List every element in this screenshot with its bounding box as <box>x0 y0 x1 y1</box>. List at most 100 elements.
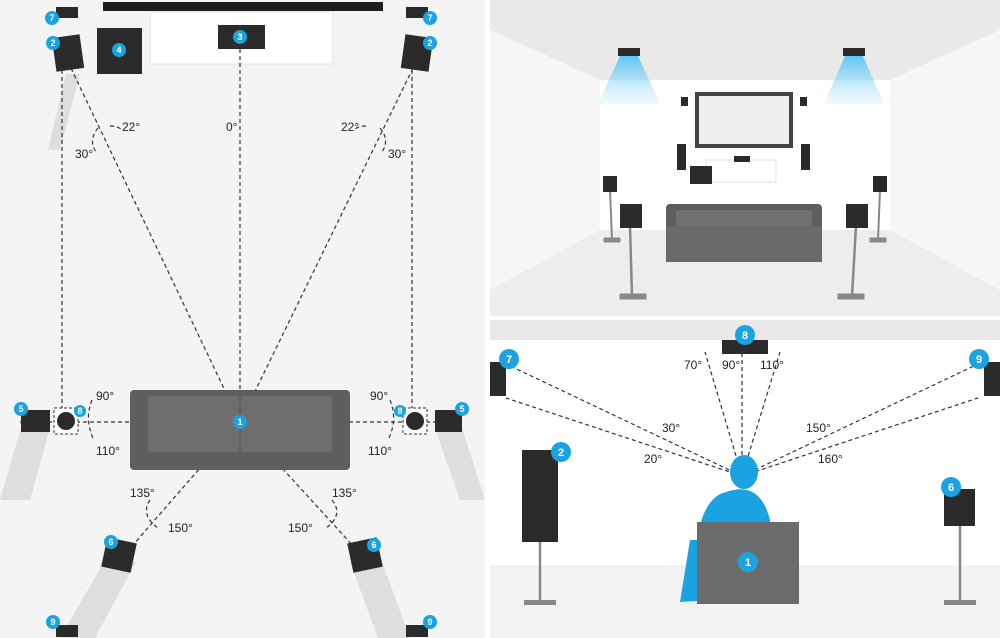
ceiling-speaker-3d-left <box>618 48 640 56</box>
angle-label: 90° <box>722 358 740 372</box>
front-speaker-side <box>522 450 558 605</box>
front-high-speaker-3d-left <box>681 97 688 106</box>
angle-label: 20° <box>644 452 662 466</box>
room-floor <box>490 230 1000 318</box>
angle-label: 90° <box>370 389 388 403</box>
panel-divider-horizontal <box>490 316 1000 320</box>
svg-text:9: 9 <box>976 354 982 366</box>
angle-label: 30° <box>388 147 406 161</box>
speaker-side-right <box>435 410 462 432</box>
svg-text:8: 8 <box>397 406 402 416</box>
room-ceiling <box>490 0 1000 80</box>
rear-speaker-3d-right <box>846 204 868 228</box>
angle-label: 30° <box>662 421 680 435</box>
marker-badge: 9 <box>969 349 989 369</box>
svg-text:2: 2 <box>50 38 55 48</box>
marker-badge: 5 <box>14 402 28 416</box>
sound-beam-left <box>598 56 660 104</box>
marker-badge: 7 <box>45 11 59 25</box>
side-view-panel: 70° 90° 110° 30° 20° 150° 160° 8 7 9 2 6… <box>490 320 1000 638</box>
plan-markers: 7 7 2 2 3 4 1 5 5 8 8 6 6 9 9 <box>14 11 469 629</box>
plan-angle-labels: 22° 30° 0° 22° 30° 90° 110° 90° 110° 135… <box>75 120 406 535</box>
marker-badge: 9 <box>46 615 60 629</box>
svg-text:5: 5 <box>18 404 23 414</box>
svg-text:8: 8 <box>77 406 82 416</box>
angle-label: 160° <box>818 452 843 466</box>
angle-label: 110° <box>368 444 392 458</box>
svg-text:6: 6 <box>948 482 954 494</box>
side-speaker-3d-left <box>603 176 617 192</box>
tv-stand-3d <box>705 159 777 183</box>
subwoofer-3d <box>690 166 712 184</box>
marker-badge: 2 <box>423 36 437 50</box>
rear-speaker-side <box>944 489 976 605</box>
angle-label: 135° <box>130 486 155 500</box>
speaker-front-high-right <box>406 7 428 18</box>
svg-text:3: 3 <box>237 32 242 42</box>
svg-text:5: 5 <box>459 404 464 414</box>
speaker-shadows <box>0 74 485 638</box>
marker-badge: 5 <box>455 402 469 416</box>
svg-text:7: 7 <box>506 354 512 366</box>
sofa-3d <box>666 204 822 262</box>
room-left-wall <box>490 30 600 290</box>
marker-badge: 1 <box>738 552 758 572</box>
angle-label: 135° <box>332 486 357 500</box>
speaker-side-left <box>21 410 50 432</box>
ceiling-speakers-plan <box>53 407 428 435</box>
svg-text:7: 7 <box>427 13 432 23</box>
marker-badge: 8 <box>394 405 406 417</box>
svg-text:4: 4 <box>116 45 121 55</box>
marker-badge: 1 <box>233 415 247 429</box>
ceiling-speaker-right <box>406 412 424 430</box>
svg-text:1: 1 <box>745 557 751 569</box>
marker-badge: 8 <box>74 405 86 417</box>
speaker-top-side <box>722 340 768 354</box>
svg-text:2: 2 <box>427 38 432 48</box>
angle-label: 0° <box>226 120 238 134</box>
marker-badge: 6 <box>941 477 961 497</box>
room-3d-panel <box>490 0 1000 318</box>
marker-badge: 6 <box>104 535 118 549</box>
svg-text:7: 7 <box>49 13 54 23</box>
svg-text:9: 9 <box>427 617 432 627</box>
marker-badge: 4 <box>112 43 126 57</box>
ceiling-speaker-3d-right <box>843 48 865 56</box>
rear-speaker-3d-left <box>620 204 642 228</box>
marker-badge: 8 <box>735 325 755 345</box>
speaker-stands-3d <box>603 189 887 300</box>
floor-plan-background <box>0 0 485 638</box>
panel-divider-vertical <box>485 0 490 638</box>
svg-text:1: 1 <box>237 417 242 427</box>
svg-text:9: 9 <box>50 617 55 627</box>
speaker-front-high-left <box>56 7 78 18</box>
angle-label: 90° <box>96 389 114 403</box>
angle-label: 110° <box>96 444 120 458</box>
marker-badge: 3 <box>233 30 247 44</box>
front-speaker-3d-right <box>801 144 810 170</box>
angle-label: 150° <box>168 521 193 535</box>
angle-label: 110° <box>760 358 784 372</box>
sound-beam-right <box>824 56 884 104</box>
front-high-speaker-3d-right <box>800 97 807 106</box>
marker-badge: 7 <box>423 11 437 25</box>
side-speaker-3d-right <box>873 176 887 192</box>
front-speaker-3d-left <box>677 144 686 170</box>
speaker-high-left-side <box>490 362 506 396</box>
angle-label: 30° <box>75 147 93 161</box>
angle-label: 150° <box>806 421 831 435</box>
screen-top-bar <box>103 2 383 11</box>
room-right-wall <box>890 30 1000 290</box>
guide-lines <box>20 42 460 561</box>
ceiling-speaker-left <box>57 412 75 430</box>
svg-text:8: 8 <box>742 330 748 342</box>
svg-text:2: 2 <box>558 447 564 459</box>
marker-badge: 6 <box>367 538 381 552</box>
side-guide-lines <box>505 351 979 477</box>
marker-badge: 7 <box>499 349 519 369</box>
angle-label: 70° <box>684 358 702 372</box>
angle-label: 22° <box>122 120 140 134</box>
speaker-rear-high-right <box>406 625 428 637</box>
marker-badge: 2 <box>46 36 60 50</box>
